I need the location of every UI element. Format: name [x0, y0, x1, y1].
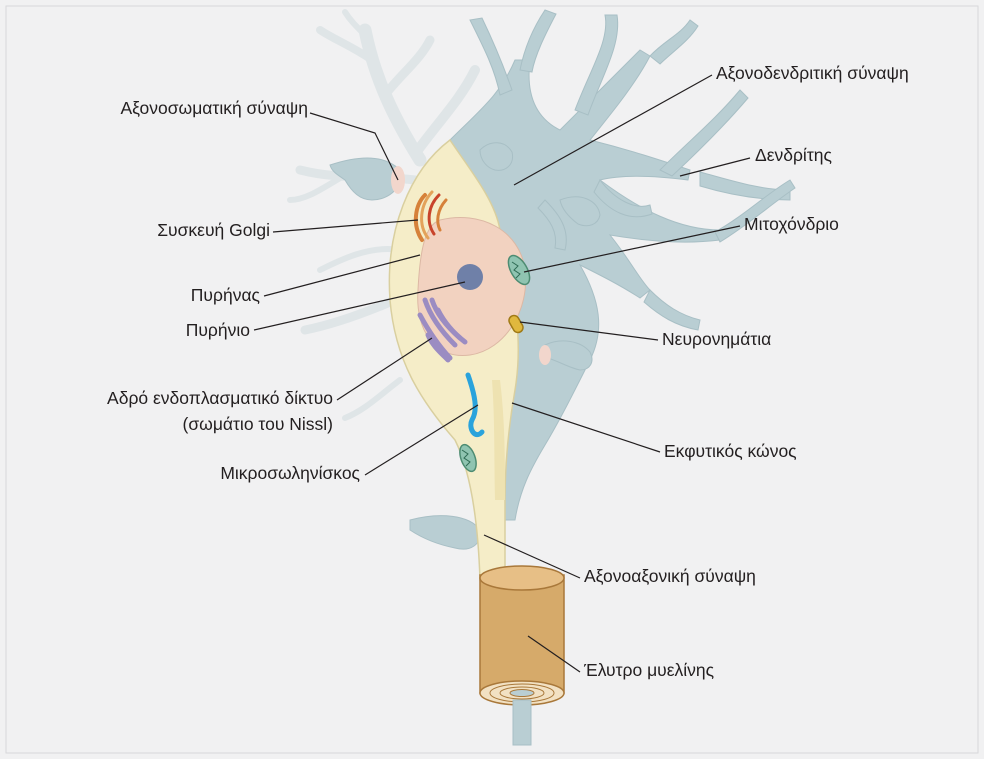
label-axosomatic-synapse: Αξονοσωματική σύναψη — [80, 98, 308, 119]
label-axoaxonic-synapse: Αξονοαξονική σύναψη — [584, 566, 756, 587]
label-mitochondrion: Μιτοχόνδριο — [744, 214, 839, 235]
label-dendrite: Δενδρίτης — [755, 145, 832, 166]
label-axodendritic-synapse: Αξονοδενδριτική σύναψη — [716, 63, 909, 84]
label-golgi: Συσκευή Golgi — [110, 220, 270, 241]
label-axon-hillock: Εκφυτικός κώνος — [664, 441, 797, 462]
label-nucleolus: Πυρήνιο — [150, 320, 250, 341]
label-rough-er-line1: Αδρό ενδοπλασματικό δίκτυο — [60, 388, 333, 409]
label-neurofilaments: Νευρονημάτια — [662, 329, 771, 350]
nucleolus-shape — [457, 264, 483, 290]
label-microtubule: Μικροσωληνίσκος — [110, 463, 360, 484]
label-nucleus: Πυρήνας — [150, 285, 260, 306]
label-myelin-sheath: Έλυτρο μυελίνης — [584, 660, 714, 681]
label-rough-er-line2: (σωμάτιο του Nissl) — [60, 414, 333, 435]
